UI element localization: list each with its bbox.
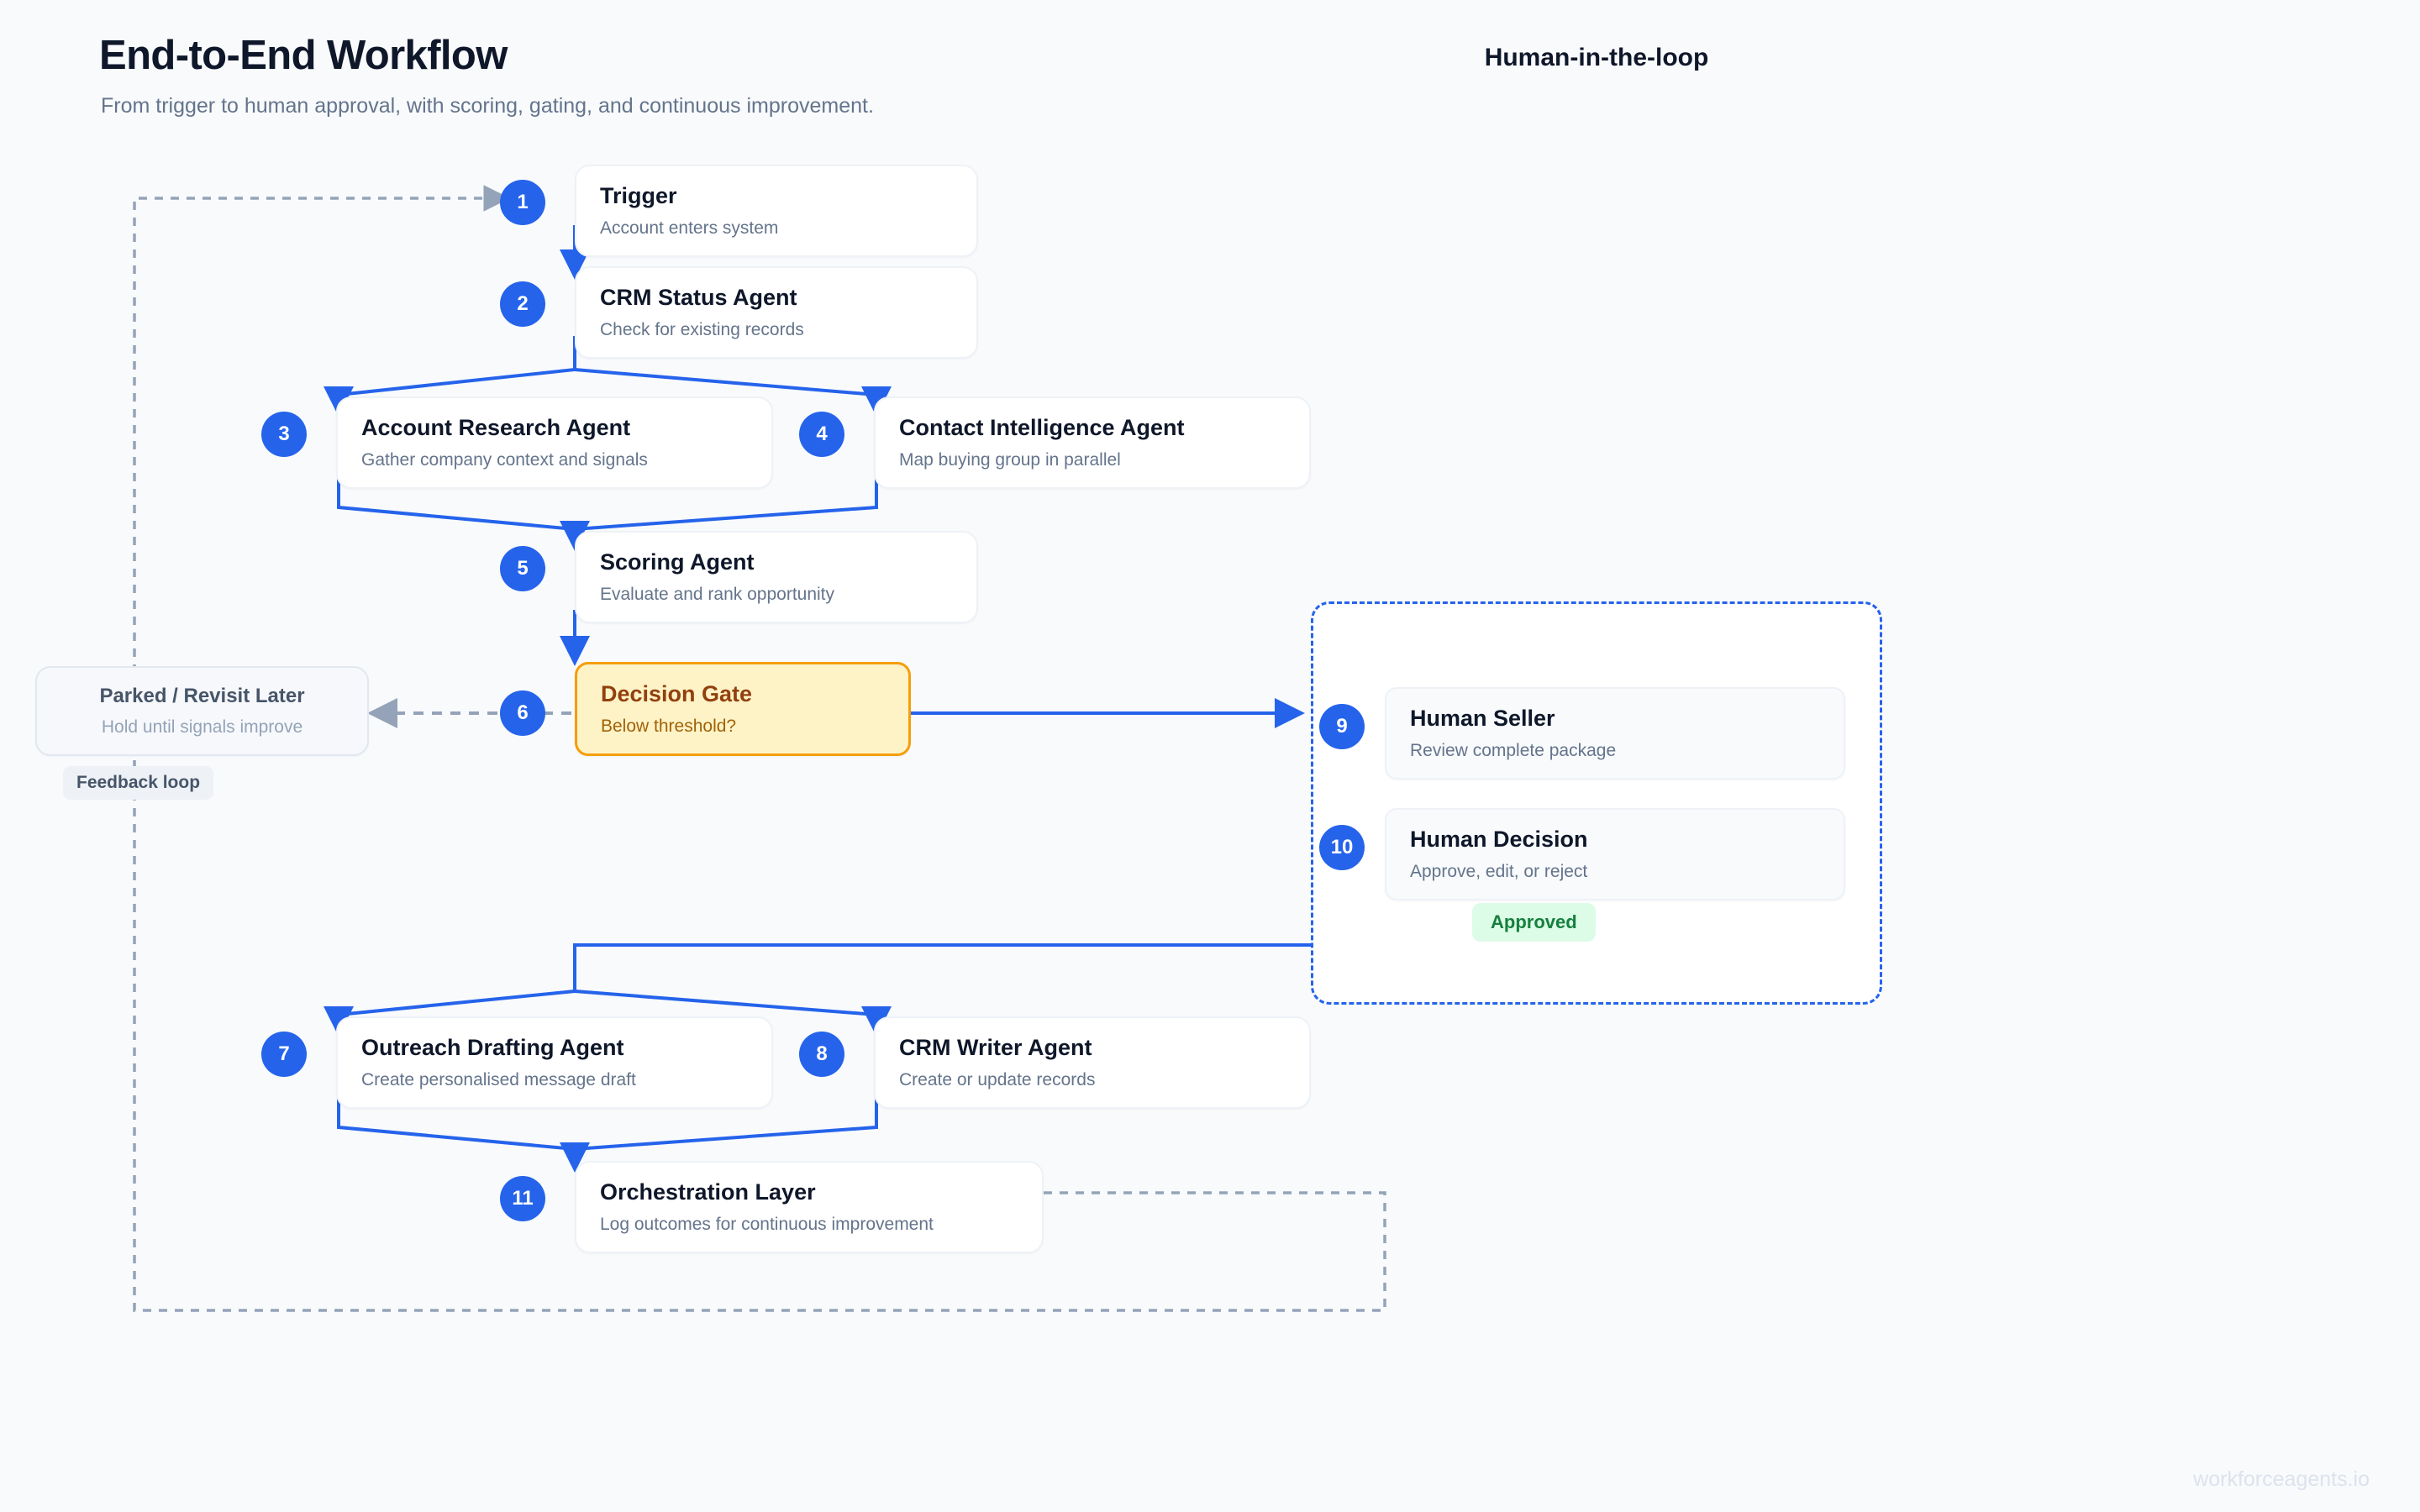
edge-3-to-5	[337, 475, 576, 531]
node-title: Human Seller	[1410, 706, 1555, 731]
node-subtitle: Evaluate and rank opportunity	[600, 585, 835, 605]
step-badge-4: 4	[799, 412, 844, 457]
hitl-panel-title: Human-in-the-loop	[1484, 44, 1709, 71]
step-badge-1: 1	[500, 180, 545, 225]
node-trigger[interactable]: Trigger Account enters system	[575, 165, 978, 258]
edge-4-to-5	[574, 475, 878, 531]
node-subtitle: Below threshold?	[601, 717, 737, 737]
node-title: CRM Status Agent	[600, 285, 797, 310]
node-scoring-agent[interactable]: Scoring Agent Evaluate and rank opportun…	[575, 531, 978, 624]
node-subtitle: Map buying group in parallel	[899, 450, 1121, 470]
node-title: Outreach Drafting Agent	[361, 1035, 624, 1060]
node-title: Account Research Agent	[361, 415, 631, 440]
node-subtitle: Gather company context and signals	[361, 450, 648, 470]
node-subtitle: Hold until signals improve	[101, 717, 303, 737]
edge-8-to-11	[574, 1095, 878, 1151]
human-in-the-loop-panel	[1311, 601, 1882, 1005]
node-title: Trigger	[600, 183, 677, 208]
edge-hitl-to-7-a	[338, 990, 576, 1016]
node-parked-revisit-later[interactable]: Parked / Revisit Later Hold until signal…	[35, 666, 369, 756]
status-badge-approved: Approved	[1472, 903, 1596, 942]
node-title: Scoring Agent	[600, 549, 755, 575]
watermark: workforceagents.io	[2193, 1467, 2370, 1491]
page-subtitle: From trigger to human approval, with sco…	[101, 94, 874, 118]
node-subtitle: Review complete package	[1410, 741, 1617, 761]
node-subtitle: Log outcomes for continuous improvement	[600, 1215, 934, 1235]
node-human-decision[interactable]: Human Decision Approve, edit, or reject	[1385, 808, 1845, 901]
node-title: Orchestration Layer	[600, 1179, 816, 1205]
step-badge-7: 7	[261, 1032, 307, 1077]
step-badge-5: 5	[500, 546, 545, 591]
feedback-loop-label: Feedback loop	[63, 766, 214, 800]
step-badge-10: 10	[1319, 825, 1365, 870]
step-badge-9: 9	[1319, 704, 1365, 749]
node-crm-writer-agent[interactable]: CRM Writer Agent Create or update record…	[874, 1016, 1311, 1110]
node-contact-intelligence-agent[interactable]: Contact Intelligence Agent Map buying gr…	[874, 396, 1311, 490]
edge-hitl-to-8-a	[574, 990, 877, 1016]
step-badge-3: 3	[261, 412, 307, 457]
node-subtitle: Approve, edit, or reject	[1410, 862, 1588, 882]
node-account-research-agent[interactable]: Account Research Agent Gather company co…	[336, 396, 773, 490]
node-orchestration-layer[interactable]: Orchestration Layer Log outcomes for con…	[575, 1161, 1044, 1254]
node-subtitle: Create personalised message draft	[361, 1070, 636, 1090]
step-badge-11: 11	[500, 1176, 545, 1221]
page-title: End-to-End Workflow	[99, 33, 508, 78]
node-crm-status-agent[interactable]: CRM Status Agent Check for existing reco…	[575, 266, 978, 360]
node-title: Decision Gate	[601, 681, 753, 706]
node-subtitle: Create or update records	[899, 1070, 1096, 1090]
node-human-seller[interactable]: Human Seller Review complete package	[1385, 687, 1845, 780]
edge-7-to-11	[337, 1095, 576, 1151]
node-subtitle: Check for existing records	[600, 320, 804, 340]
edge-2-to-3-a	[338, 336, 576, 396]
step-badge-2: 2	[500, 281, 545, 327]
node-outreach-drafting-agent[interactable]: Outreach Drafting Agent Create personali…	[336, 1016, 773, 1110]
node-title: CRM Writer Agent	[899, 1035, 1092, 1060]
step-badge-8: 8	[799, 1032, 844, 1077]
node-title: Human Decision	[1410, 827, 1588, 852]
step-badge-6: 6	[500, 690, 545, 736]
node-title: Parked / Revisit Later	[99, 685, 305, 707]
node-decision-gate[interactable]: Decision Gate Below threshold?	[575, 662, 911, 757]
edge-2-to-4-a	[574, 368, 877, 396]
node-title: Contact Intelligence Agent	[899, 415, 1185, 440]
edge-hitl-out	[573, 943, 1311, 991]
node-subtitle: Account enters system	[600, 218, 779, 239]
